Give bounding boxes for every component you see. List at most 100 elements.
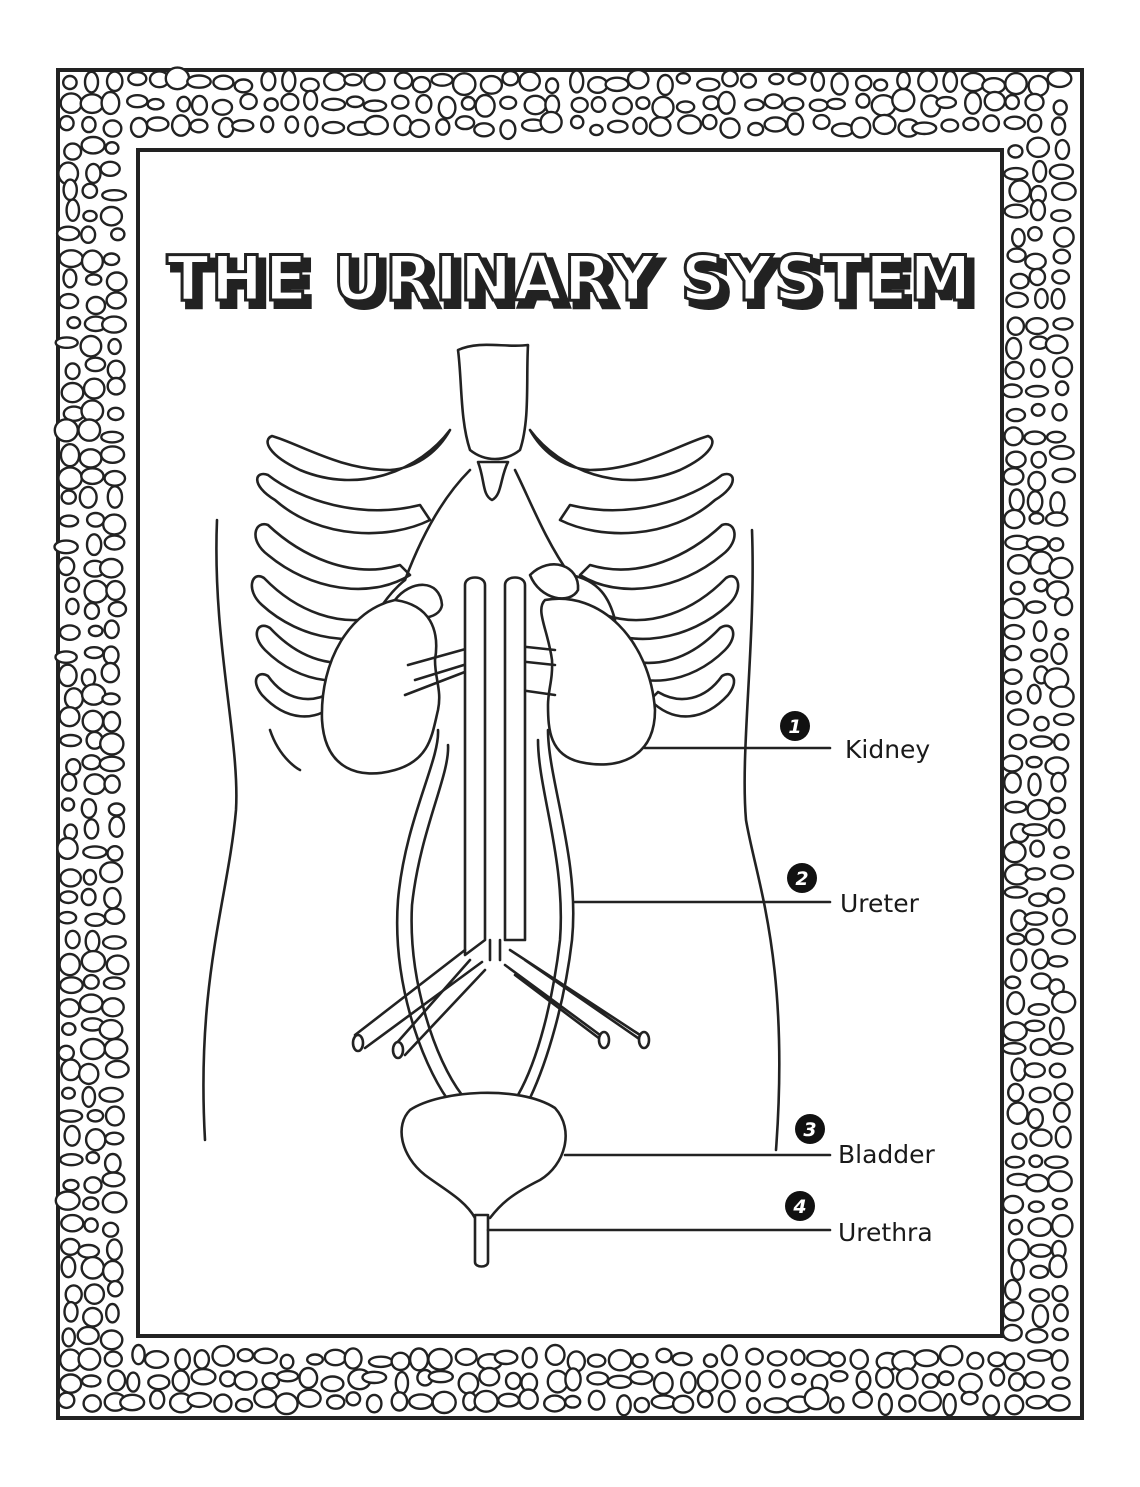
border-bubble [58, 1373, 83, 1394]
border-bubble [982, 114, 1001, 133]
border-bubble [1046, 887, 1066, 905]
border-bubble [83, 579, 109, 604]
border-bubble [1047, 796, 1067, 815]
border-bubble [1054, 138, 1071, 161]
border-bubble [1029, 1264, 1050, 1280]
border-bubble [107, 600, 128, 618]
sternum [456, 343, 530, 461]
border-bubble [80, 887, 97, 907]
border-bubble [105, 1302, 120, 1324]
border-bubble [106, 406, 125, 422]
border-bubble [696, 1369, 719, 1393]
border-bubble [76, 1243, 101, 1259]
border-bubble [345, 95, 365, 109]
border-bubble [231, 118, 255, 133]
border-bubble [1029, 1037, 1052, 1057]
border-bubble [1051, 402, 1068, 422]
border-bubble [1051, 1197, 1069, 1211]
border-bubble [1002, 623, 1026, 641]
border-bubble [1030, 972, 1053, 990]
border-bubble [1006, 1101, 1029, 1125]
border-bubble [59, 868, 82, 888]
border-bubble [363, 71, 386, 92]
border-bubble [1008, 733, 1028, 751]
border-bubble [1048, 556, 1074, 580]
border-bubble [745, 1347, 764, 1366]
border-bubble [1054, 1125, 1072, 1149]
border-bubble [1047, 818, 1066, 839]
border-bubble [80, 225, 97, 244]
border-bubble [1046, 69, 1073, 89]
border-bubble [77, 1062, 100, 1086]
border-bubble [82, 1196, 100, 1211]
border-bubble [938, 1344, 964, 1367]
border-bubble [82, 845, 108, 859]
border-bubble [921, 1372, 940, 1389]
border-bubble [62, 74, 78, 91]
border-bubble [1026, 136, 1051, 159]
great-vessels [351, 576, 651, 1060]
border-bubble [1049, 1041, 1074, 1055]
border-bubble [104, 140, 120, 155]
border-bubble [721, 1368, 742, 1390]
border-bubble [633, 1396, 651, 1414]
border-bubble [1048, 1254, 1068, 1279]
border-bubble [106, 1279, 124, 1298]
border-bubble [99, 732, 125, 756]
border-bubble [190, 1367, 217, 1386]
border-bubble [103, 534, 126, 551]
border-bubble [321, 97, 347, 112]
body-outline-left [202, 518, 238, 1142]
border-bubble [569, 69, 585, 94]
border-bubble [1047, 1170, 1073, 1193]
border-bubble [174, 1348, 192, 1371]
border-bubble [1048, 1062, 1067, 1079]
border-bubble [83, 645, 105, 660]
border-bubble [64, 362, 81, 381]
border-bubble [101, 1259, 124, 1283]
border-bubble [1006, 1082, 1025, 1103]
border-bubble [1030, 402, 1046, 417]
border-bubble [1033, 578, 1049, 593]
border-bubble [99, 205, 124, 227]
border-bubble [233, 78, 254, 94]
border-bubble [53, 418, 80, 443]
border-bubble [430, 72, 454, 87]
border-bubble [768, 72, 785, 86]
border-bubble [677, 114, 703, 135]
border-bubble [57, 1391, 76, 1410]
label-urethra: 4 Urethra [785, 1191, 933, 1247]
border-bubble [940, 118, 960, 133]
border-bubble [696, 1389, 714, 1409]
border-bubble [84, 929, 101, 953]
border-bubble [474, 93, 496, 118]
border-bubble [830, 122, 855, 138]
border-bubble [701, 113, 718, 131]
border-bubble [147, 1374, 171, 1391]
border-bubble [80, 949, 107, 973]
border-bubble [1006, 990, 1026, 1016]
border-bubble [78, 993, 104, 1014]
border-bubble [100, 661, 121, 684]
border-bubble [83, 1217, 99, 1233]
border-bubble [176, 95, 192, 113]
border-bubble [98, 861, 124, 884]
border-bubble [962, 116, 980, 132]
border-bubble [1053, 226, 1075, 248]
border-bubble [454, 115, 476, 131]
border-bubble [606, 119, 629, 134]
label-text-kidney: Kidney [845, 735, 930, 764]
border-bubble [83, 773, 107, 796]
border-bubble [125, 1371, 141, 1393]
border-bubble [1001, 1194, 1025, 1215]
border-bubble [427, 1347, 453, 1371]
border-bubble [1052, 907, 1069, 927]
border-bubble [1030, 450, 1047, 469]
border-bubble [126, 93, 149, 109]
number-badge-2 [787, 863, 817, 893]
border-bubble [1003, 115, 1027, 131]
border-bubble [57, 466, 83, 491]
border-bubble [721, 69, 739, 88]
border-bubble [1003, 771, 1022, 794]
border-bubble [1051, 1213, 1074, 1238]
